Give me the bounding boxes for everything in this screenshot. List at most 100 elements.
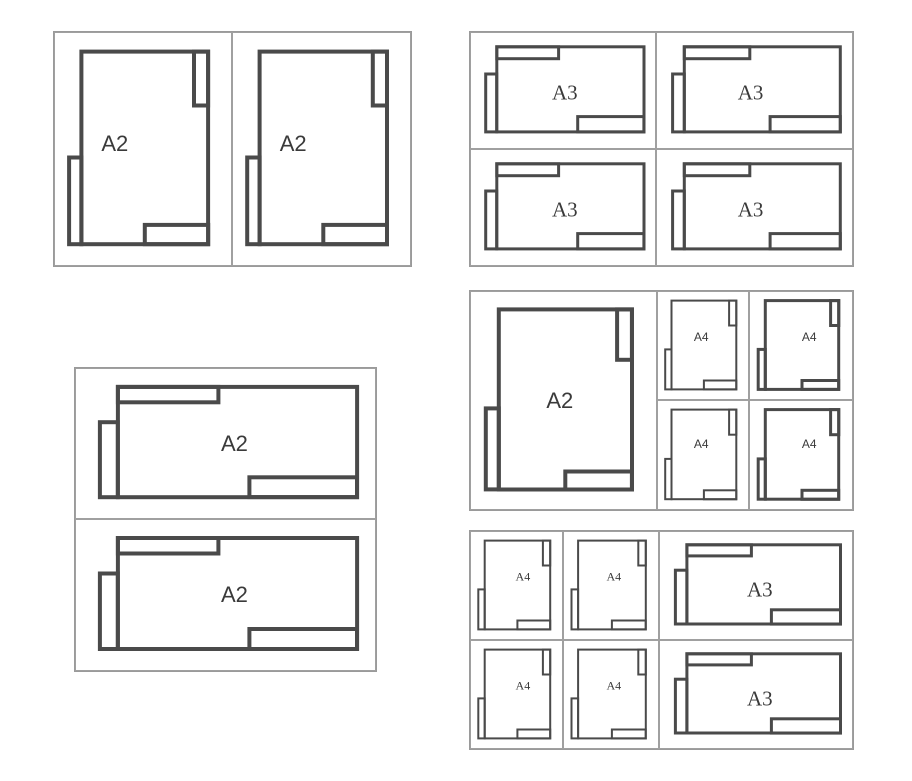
title-block [800,379,841,391]
sheet-label: A2 [546,387,574,413]
sheet-a3: A3 [659,640,853,749]
sheet-label: A3 [737,80,764,105]
sheet-a2-landscape: A2 [75,519,376,671]
margin-strip-top [495,162,561,178]
sheet-label: A2 [101,131,129,157]
margin-strip-top [685,543,753,558]
margin-strip-left [671,189,686,251]
sheet-label: A4 [693,329,709,344]
sheet-frame-drawing [477,539,552,631]
sheet-label: A4 [801,437,817,452]
sheet-border [257,49,390,247]
sheet-label: A3 [551,80,578,105]
sheet-frame-drawing [477,648,552,740]
sheet-frame-drawing [484,45,646,134]
sheet-label: A2 [221,582,248,607]
sheet-frame-drawing [664,408,738,501]
margin-strip-left [484,72,499,134]
sheet-a4: A4 [657,291,749,400]
margin-strip-top-right [192,49,211,108]
margin-strip-top [115,384,221,405]
title-block [768,115,842,134]
margin-strip-top-right [829,299,841,327]
sheet-a4: A4 [470,531,563,640]
title-block [142,222,211,247]
margin-strip-top [115,536,221,556]
sheet-border [577,539,647,631]
sheet-label: A3 [551,197,578,222]
sheet-a4: A4 [749,400,853,510]
margin-strip-left [664,457,673,501]
margin-strip-top-right [637,539,647,567]
margin-strip-left [245,155,262,247]
layout-a2-plus-four-a4: A2 A4 A4 A4 A4 [469,290,854,511]
margin-strip-top [495,45,561,61]
sheet-label: A4 [801,329,817,344]
sheet-frame-drawing [97,384,360,500]
title-block [576,232,646,251]
sheet-label: A4 [693,437,709,452]
title-block [516,619,552,631]
margin-strip-top [682,162,752,178]
title-block [769,608,842,626]
sheet-frame-drawing [671,162,842,251]
sheet-a3: A3 [656,32,853,149]
sheet-a4: A4 [563,531,659,640]
sheet-border [577,648,647,740]
sheet-frame-drawing [570,648,647,740]
sheet-a2-portrait: A2 [470,291,657,510]
margin-strip-left [477,588,486,631]
margin-strip-top-right [541,539,552,567]
sheet-a4: A4 [657,400,749,510]
sheet-border [670,299,738,391]
margin-strip-top-right [728,299,738,327]
title-block [516,728,552,740]
title-block [768,232,842,251]
sheet-frame-drawing [673,652,843,735]
sheet-label: A3 [737,197,764,222]
sheet-border [763,408,841,501]
title-block [563,469,634,492]
sheet-a3: A3 [656,149,853,266]
title-block [610,728,647,740]
sheet-label: A4 [515,569,531,584]
margin-strip-top-right [728,408,738,436]
layout-two-a2-landscape: A2 A2 [74,367,377,672]
margin-strip-left [67,155,84,247]
sheet-frame-drawing [97,536,360,651]
margin-strip-left [756,347,767,391]
sheet-a3: A3 [470,32,656,149]
sheet-frame-drawing [664,299,738,391]
layout-four-a4-plus-two-a3: A4 A4 A3 A4 A4 A3 [469,530,854,750]
sheet-a3: A3 [470,149,656,266]
sheet-a2-portrait: A2 [54,32,232,266]
sheet-frame-drawing [756,299,841,391]
sheet-label: A4 [606,569,622,584]
sheet-frame-drawing [673,543,843,626]
sheet-frame-drawing [756,408,841,501]
sheet-border [483,648,552,740]
margin-strip-left [570,697,580,740]
margin-strip-left [673,568,689,626]
sheet-label: A4 [515,678,531,693]
sheet-a3: A3 [659,531,853,640]
title-block [769,717,842,735]
layout-four-a3: A3 A3 A3 A3 [469,31,854,267]
margin-strip-left [570,588,580,631]
margin-strip-left [484,189,499,251]
title-block [702,489,738,501]
sheet-border [763,299,841,391]
margin-strip-top [685,652,753,667]
margin-strip-top-right [541,648,552,676]
sheet-frame-drawing [570,539,647,631]
margin-strip-top-right [829,408,841,437]
title-block [321,222,390,247]
title-block [247,627,359,651]
sheet-frame-drawing [671,45,842,134]
title-block [576,115,646,134]
sheet-label: A2 [221,430,248,456]
sheet-a2-portrait: A2 [232,32,411,266]
sheet-a4: A4 [470,640,563,749]
title-block [702,379,738,391]
sheet-frame-drawing [484,162,646,251]
